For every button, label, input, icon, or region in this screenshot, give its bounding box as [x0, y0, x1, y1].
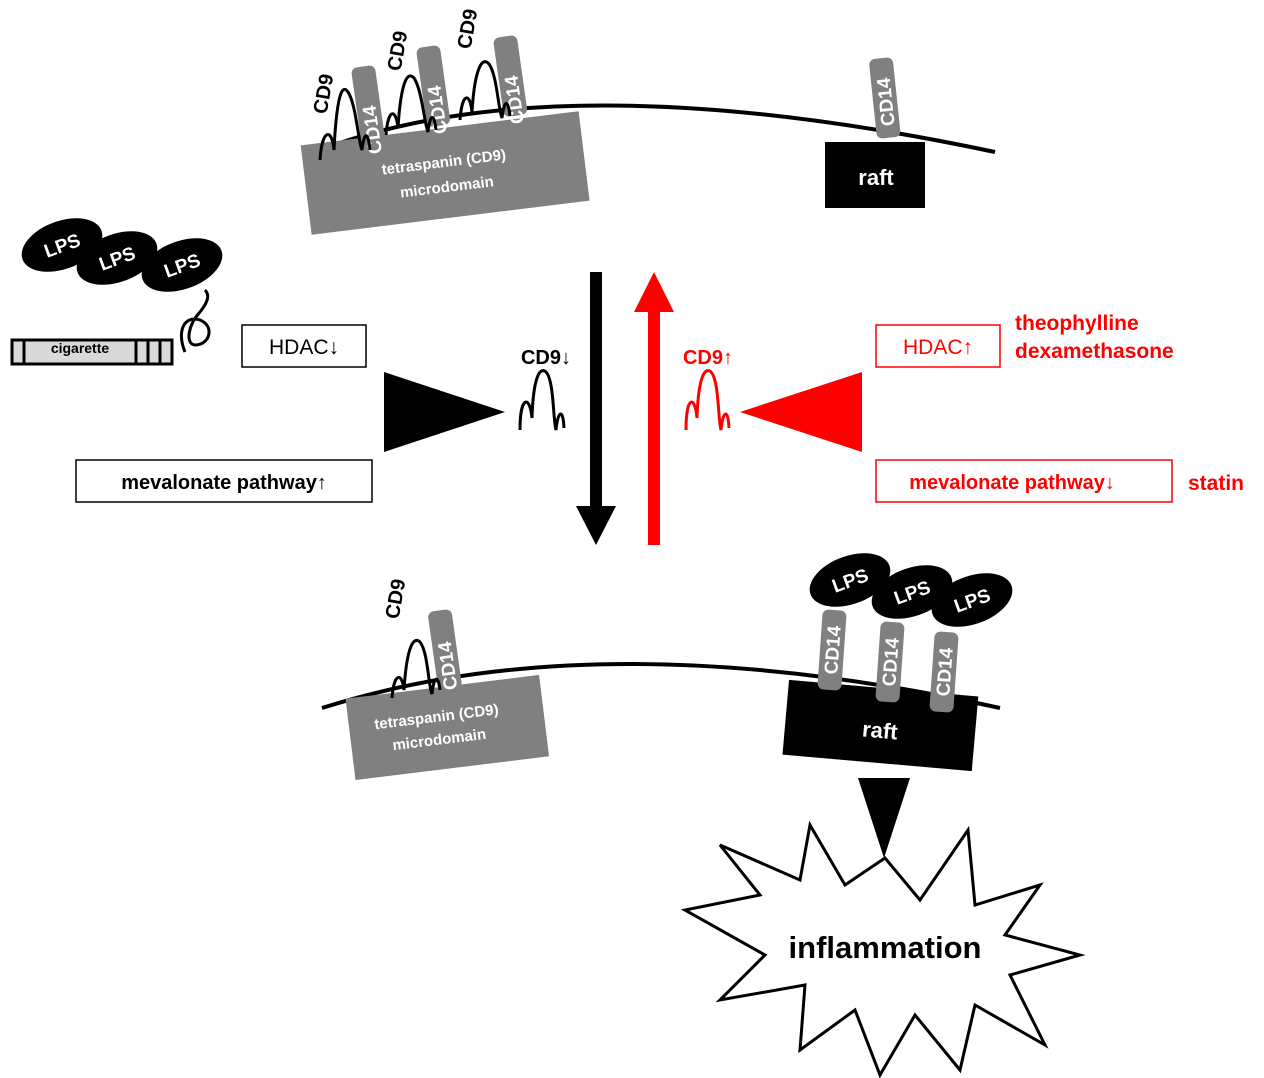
bottom-cd9-label: CD9 [382, 577, 411, 620]
cd14-receptor [493, 35, 528, 117]
drug-statin: statin [1188, 472, 1244, 495]
top-cd9-label: CD9 [384, 29, 413, 72]
down-arrow [576, 272, 616, 545]
smoke-icon [179, 288, 211, 353]
top-raft: raft [825, 142, 925, 208]
bottom-cd9-protein [390, 638, 442, 699]
cd14-label: CD14 [874, 76, 900, 127]
right-cd9-protein [684, 369, 731, 431]
left-hdac-box: HDAC↓ [241, 324, 367, 368]
top-membrane: tetraspanin (CD9) microdomain CD14 CD14 … [300, 7, 996, 235]
cigarette: cigarette [10, 288, 211, 366]
bottom-raft-label: raft [861, 717, 899, 745]
left-hdac-label: HDAC↓ [269, 336, 339, 359]
up-arrow [634, 272, 674, 545]
cd14-receptor [869, 57, 901, 139]
top-cd9-group [318, 60, 512, 161]
left-cd9-label: CD9↓ [521, 347, 571, 369]
cd14-receptor [416, 45, 451, 127]
drug-dexamethasone: dexamethasone [1015, 340, 1174, 363]
raft-to-inflammation-arrow [858, 778, 910, 858]
left-mevalonate-label: mevalonate pathway↑ [121, 472, 327, 494]
lps-molecule [76, 231, 158, 285]
left-triangle-arrow [384, 372, 505, 452]
cd14-receptor [351, 65, 386, 147]
inflammation-burst: inflammation [680, 820, 1086, 1078]
cd14-receptor [875, 621, 905, 703]
top-cd9-label: CD9 [454, 7, 483, 50]
cd14-label: CD14 [879, 637, 903, 687]
right-cd9-label: CD9↑ [683, 347, 733, 369]
cd14-label: CD14 [821, 625, 845, 675]
left-cd9-protein [518, 369, 566, 431]
cd14-receptor [929, 631, 959, 713]
right-triangle-arrow [740, 372, 862, 452]
bottom-raft: raft [782, 679, 979, 772]
right-mevalonate-box: mevalonate pathway↓ [875, 459, 1173, 503]
right-hdac-box: HDAC↑ [875, 324, 1001, 368]
left-lps-cluster: LPS LPS LPS [21, 218, 223, 292]
cd9-protein [318, 88, 372, 161]
bottom-tetraspanin-microdomain: tetraspanin (CD9) microdomain [345, 674, 550, 781]
right-hdac-label: HDAC↑ [903, 336, 973, 359]
cd14-receptor [428, 609, 462, 691]
cigarette-label: cigarette [51, 340, 110, 356]
left-mevalonate-box: mevalonate pathway↑ [75, 459, 373, 503]
cd14-label: CD14 [501, 74, 529, 125]
lps-molecule [871, 565, 953, 619]
cd9-protein [458, 60, 512, 121]
inflammation-label: inflammation [789, 930, 982, 965]
cd14-receptor [817, 609, 847, 691]
lps-molecule [141, 238, 223, 292]
cd14-label: CD14 [933, 647, 957, 697]
top-raft-label: raft [858, 165, 894, 190]
cd9-protein [384, 74, 438, 136]
lps-molecule [809, 553, 891, 607]
drug-theophylline: theophylline [1015, 312, 1139, 335]
lps-molecule [931, 573, 1013, 627]
top-cd9-label: CD9 [310, 72, 339, 115]
right-mevalonate-label: mevalonate pathway↓ [909, 472, 1115, 494]
top-membrane-line [319, 103, 996, 154]
bottom-membrane: tetraspanin (CD9) microdomain CD14 CD9 r… [321, 553, 1013, 781]
